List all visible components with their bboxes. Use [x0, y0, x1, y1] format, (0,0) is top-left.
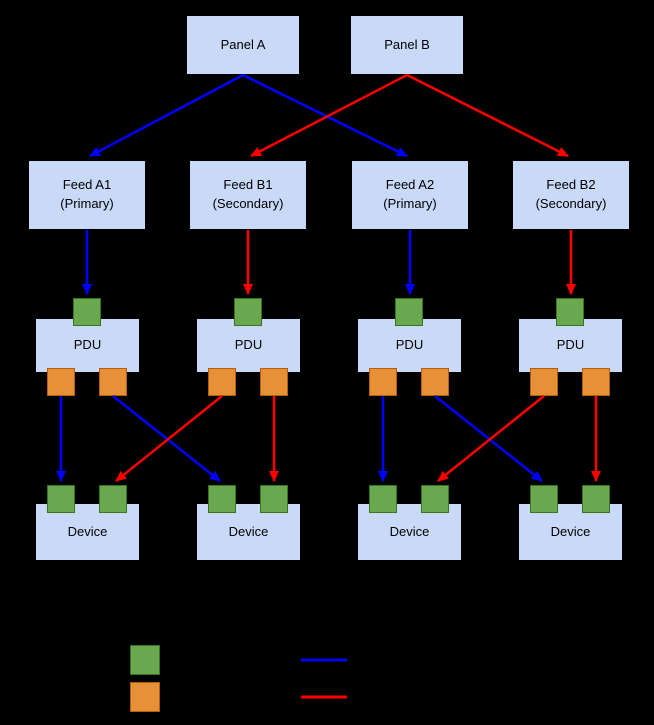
- device-1-label: Device: [67, 523, 108, 539]
- pdu-4-input-port: [556, 298, 584, 326]
- feed-b1-sublabel: (Secondary): [212, 196, 284, 211]
- arrow-pdu-1-to-device-2: [112, 395, 221, 482]
- pdu-3-label: PDU: [395, 337, 424, 353]
- device-4-label: Device: [550, 523, 591, 539]
- device-4-input-port-a: [530, 485, 558, 513]
- node-pdu-3: PDU: [357, 318, 462, 373]
- device-4-input-port-b: [582, 485, 610, 513]
- node-pdu-1: PDU: [35, 318, 140, 373]
- panel-a-label: Panel A: [220, 36, 266, 52]
- node-feed-b2: Feed B2 (Secondary): [512, 160, 630, 230]
- pdu-4-output-port-a: [530, 368, 558, 396]
- node-panel-b: Panel B: [350, 15, 464, 75]
- device-2-input-port-b: [260, 485, 288, 513]
- pdu-2-label: PDU: [234, 337, 263, 353]
- pdu-4-output-port-b: [582, 368, 610, 396]
- panel-b-label: Panel B: [384, 36, 430, 52]
- arrow-pdu-2-to-device-1: [115, 395, 223, 482]
- pdu-1-input-port: [73, 298, 101, 326]
- device-3-input-port-a: [369, 485, 397, 513]
- arrow-panel-a-to-feed-a1: [89, 73, 244, 158]
- legend-output-port-swatch: [130, 682, 160, 712]
- device-2-input-port-a: [208, 485, 236, 513]
- arrow-pdu-3-to-device-4: [434, 395, 543, 482]
- pdu-2-output-port-a: [208, 368, 236, 396]
- feed-a2-label: Feed A2: [385, 177, 435, 193]
- node-panel-a: Panel A: [186, 15, 300, 75]
- node-pdu-4: PDU: [518, 318, 623, 373]
- pdu-2-output-port-b: [260, 368, 288, 396]
- node-feed-a1: Feed A1 (Primary): [28, 160, 146, 230]
- device-2-label: Device: [228, 523, 269, 539]
- device-1-input-port-b: [99, 485, 127, 513]
- pdu-1-output-port-a: [47, 368, 75, 396]
- arrow-panel-b-to-feed-b1: [250, 73, 408, 158]
- pdu-3-output-port-a: [369, 368, 397, 396]
- feed-a2-sublabel: (Primary): [383, 196, 437, 211]
- feed-b2-label: Feed B2: [546, 177, 596, 193]
- pdu-3-output-port-b: [421, 368, 449, 396]
- pdu-4-label: PDU: [556, 337, 585, 353]
- device-3-input-port-b: [421, 485, 449, 513]
- arrow-panel-b-to-feed-b2: [406, 73, 569, 158]
- pdu-3-input-port: [395, 298, 423, 326]
- legend-input-port-swatch: [130, 645, 160, 675]
- pdu-1-label: PDU: [73, 337, 102, 353]
- feed-b1-label: Feed B1: [223, 177, 273, 193]
- device-3-label: Device: [389, 523, 430, 539]
- node-feed-b1: Feed B1 (Secondary): [189, 160, 307, 230]
- node-feed-a2: Feed A2 (Primary): [351, 160, 469, 230]
- feed-a1-sublabel: (Primary): [60, 196, 114, 211]
- arrow-pdu-4-to-device-3: [437, 395, 545, 482]
- device-1-input-port-a: [47, 485, 75, 513]
- pdu-2-input-port: [234, 298, 262, 326]
- pdu-1-output-port-b: [99, 368, 127, 396]
- node-pdu-2: PDU: [196, 318, 301, 373]
- feed-b2-sublabel: (Secondary): [535, 196, 607, 211]
- arrow-panel-a-to-feed-a2: [242, 73, 408, 158]
- feed-a1-label: Feed A1: [62, 177, 112, 193]
